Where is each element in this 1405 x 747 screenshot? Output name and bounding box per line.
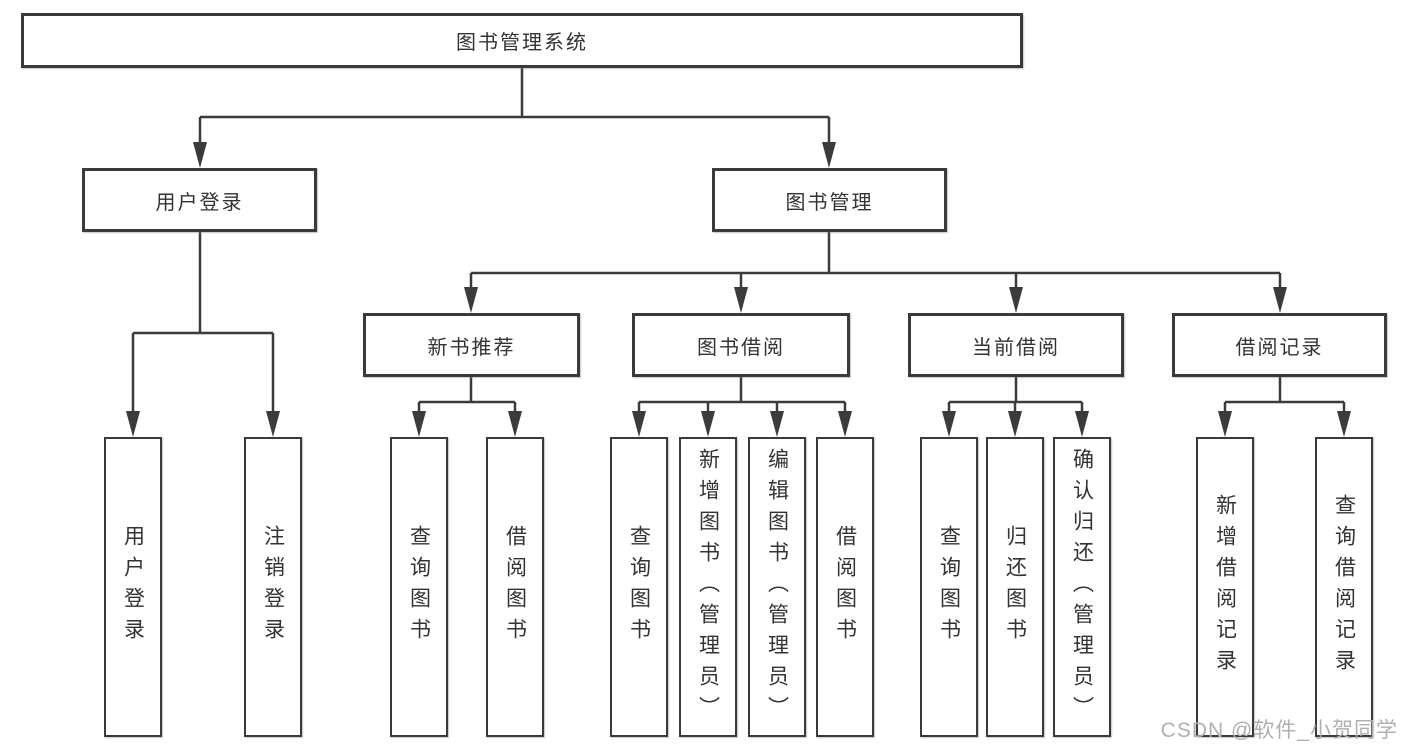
leaf-confirm-return-admin: 确认归还（管理员） (1053, 437, 1111, 737)
connector-current-borrow-children (947, 377, 1084, 414)
leaf-label: 确认归还（管理员） (1070, 447, 1094, 727)
arrowheads-book-borrow-children (632, 411, 852, 437)
leaf-label: 查询图书 (937, 525, 961, 649)
arrowheads-level2 (193, 142, 836, 168)
node-label: 图书管理 (785, 191, 874, 214)
node-label: 新书推荐 (427, 336, 516, 359)
arrowheads-level3 (464, 287, 1287, 313)
node-label: 用户登录 (155, 191, 244, 214)
leaf-query-book-recommend: 查询图书 (390, 437, 448, 737)
leaf-label: 归还图书 (1003, 525, 1027, 649)
leaf-borrow-book-recommend: 借阅图书 (486, 437, 544, 737)
leaf-add-borrow-record: 新增借阅记录 (1196, 437, 1254, 737)
leaf-borrow-book: 借阅图书 (816, 437, 874, 737)
leaf-edit-book-admin: 编辑图书（管理员） (748, 437, 806, 737)
connector-borrow-records-children (1223, 377, 1346, 414)
leaf-label: 用户登录 (121, 525, 145, 649)
node-borrow-records: 借阅记录 (1172, 313, 1387, 377)
leaf-label: 编辑图书（管理员） (765, 447, 789, 727)
connector-root-to-level2 (198, 68, 831, 146)
leaf-label: 查询图书 (407, 525, 431, 649)
connector-new-book-recommend-children (417, 377, 517, 414)
connector-book-management-children (469, 232, 1282, 290)
leaf-label: 注销登录 (261, 525, 285, 649)
node-user-login: 用户登录 (82, 168, 317, 232)
arrowheads-new-book-recommend-children (412, 411, 522, 437)
leaf-label: 借阅图书 (833, 525, 857, 649)
node-current-borrow: 当前借阅 (908, 313, 1124, 377)
arrowheads-user-login-children (126, 411, 280, 437)
node-new-book-recommend: 新书推荐 (363, 313, 580, 377)
arrowheads-current-borrow-children (942, 411, 1089, 437)
node-root-library-management-system: 图书管理系统 (21, 13, 1023, 68)
connector-book-borrow-children (637, 377, 847, 414)
leaf-return-book: 归还图书 (986, 437, 1044, 737)
leaf-label: 借阅图书 (503, 525, 527, 649)
leaf-label: 新增借阅记录 (1213, 494, 1237, 680)
leaf-add-book-admin: 新增图书（管理员） (679, 437, 737, 737)
node-book-borrow: 图书借阅 (632, 313, 850, 377)
leaf-label: 查询借阅记录 (1332, 494, 1356, 680)
node-label: 图书借阅 (697, 336, 785, 359)
node-label: 借阅记录 (1235, 336, 1324, 359)
node-book-management: 图书管理 (712, 168, 947, 232)
leaf-query-borrow-record: 查询借阅记录 (1315, 437, 1373, 737)
leaf-user-login: 用户登录 (104, 437, 162, 737)
node-label: 图书管理系统 (456, 32, 588, 54)
connector-user-login-children (131, 232, 275, 414)
leaf-logout: 注销登录 (244, 437, 302, 737)
node-label: 当前借阅 (972, 336, 1060, 359)
leaf-query-book-borrow: 查询图书 (610, 437, 668, 737)
leaf-label: 新增图书（管理员） (696, 447, 720, 727)
csdn-watermark: CSDN @软件_小贺同学 (1160, 719, 1398, 742)
leaf-query-book-current: 查询图书 (920, 437, 978, 737)
leaf-label: 查询图书 (627, 525, 651, 649)
arrowheads-borrow-records-children (1218, 411, 1351, 437)
